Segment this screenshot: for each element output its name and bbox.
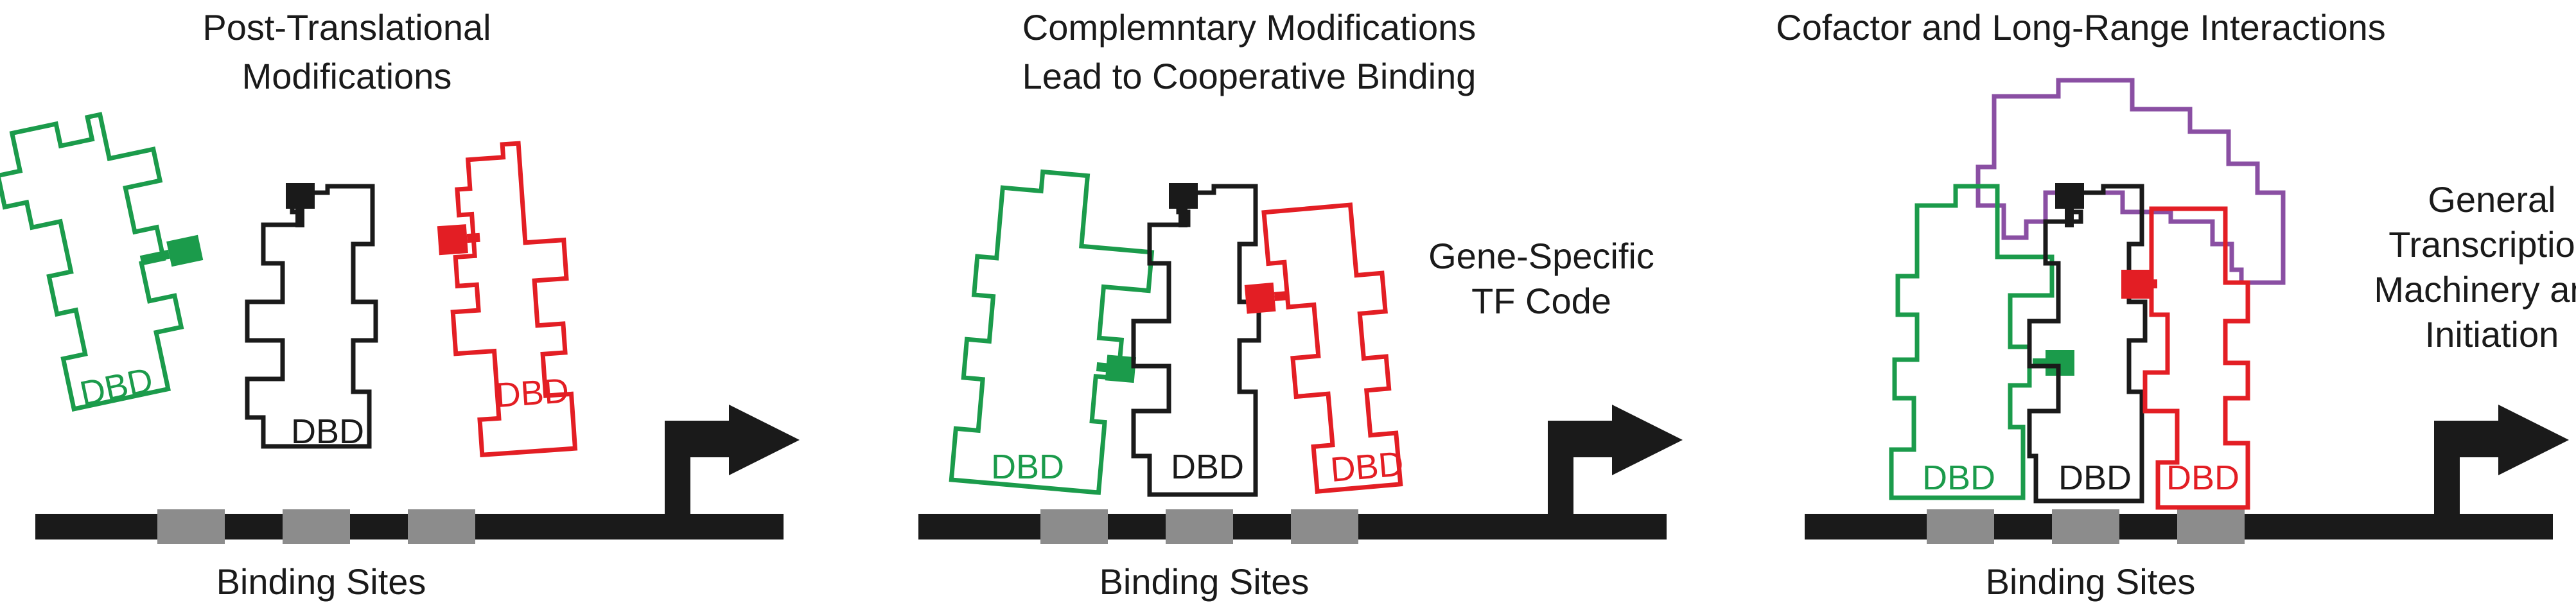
panel2-title-line1: Complemntary Modifications <box>1022 7 1476 48</box>
panel-cooperative-binding: Complemntary Modifications Lead to Coope… <box>918 7 1683 602</box>
panel1-binding-site-3 <box>408 509 475 544</box>
panel3-black-modification <box>2055 183 2084 209</box>
panel3-binding-site-2 <box>2052 509 2119 544</box>
panel3-side-text-line1: General <box>2428 179 2555 220</box>
panel1-red-dbd-label: DBD <box>495 371 570 415</box>
panel1-binding-sites-label: Binding Sites <box>216 561 426 602</box>
panel-post-translational: Post-Translational Modifications Binding… <box>0 7 800 602</box>
panel-cofactor-interactions: Cofactor and Long-Range Interactions Bin… <box>1776 7 2576 602</box>
panel2-green-tf <box>949 169 1155 495</box>
panel2-black-tf <box>1131 184 1261 497</box>
panel3-purple-cofactor <box>1976 78 2286 285</box>
panel1-green-tf <box>0 112 204 412</box>
panel2-binding-sites-label: Binding Sites <box>1100 561 1310 602</box>
panel3-binding-sites-label: Binding Sites <box>1986 561 2196 602</box>
panel3-black-tf <box>2027 184 2148 504</box>
panel2-black-dbd-label: DBD <box>1171 448 1244 486</box>
panel3-green-tf <box>1889 184 2055 500</box>
panel1-promoter-arrow <box>665 405 800 527</box>
panel1-binding-site-1 <box>157 509 225 544</box>
panel3-green-dbd-label: DBD <box>1922 459 1995 497</box>
panel2-side-text-line2: TF Code <box>1471 281 1611 321</box>
panel1-black-dbd-label: DBD <box>291 412 364 451</box>
panel3-side-text-line4: Initiation <box>2425 314 2559 355</box>
panel2-title-line2: Lead to Cooperative Binding <box>1022 56 1476 96</box>
panel1-title-line1: Post-Translational <box>202 7 491 48</box>
panel2-side-text-line1: Gene-Specific <box>1428 236 1654 276</box>
panel3-red-tf <box>2142 206 2250 510</box>
panel3-binding-site-1 <box>1927 509 1994 544</box>
panel2-binding-site-2 <box>1166 509 1233 544</box>
panel3-promoter-arrow <box>2434 405 2569 527</box>
panel3-binding-site-3 <box>2177 509 2245 544</box>
panel2-red-dbd-label: DBD <box>1329 444 1405 489</box>
panel2-binding-site-1 <box>1040 509 1108 544</box>
panel1-black-tf <box>245 184 378 449</box>
panel1-black-modification <box>286 183 315 209</box>
panel1-title-line2: Modifications <box>242 56 452 96</box>
panel3-title-line1: Cofactor and Long-Range Interactions <box>1776 7 2385 48</box>
panel1-red-tf <box>437 141 578 458</box>
panel2-binding-site-3 <box>1291 509 1358 544</box>
panel1-green-dbd-label: DBD <box>76 360 156 413</box>
panel3-red-dbd-label: DBD <box>2166 459 2239 497</box>
panel2-black-modification <box>1169 183 1198 209</box>
panel2-promoter-arrow <box>1548 405 1683 527</box>
panel3-red-modification <box>2121 270 2150 299</box>
panel2-green-dbd-label: DBD <box>991 448 1064 486</box>
panel3-side-text-line2: Transcription <box>2388 224 2576 265</box>
panel3-side-text-line3: Machinery and <box>2374 269 2576 310</box>
panel2-red-tf <box>1244 202 1403 494</box>
panel1-binding-site-2 <box>283 509 350 544</box>
panel3-black-dbd-label: DBD <box>2058 459 2132 497</box>
